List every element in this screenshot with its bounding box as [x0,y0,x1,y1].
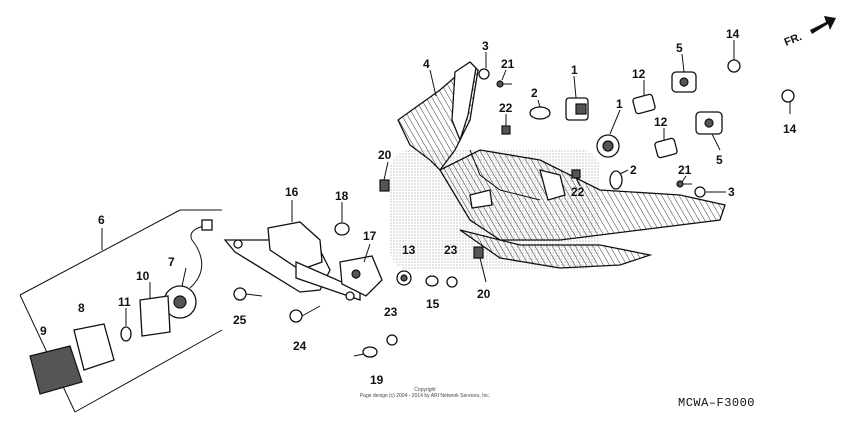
gasket-12b [654,137,678,159]
front-direction-indicator: FR. [783,16,836,49]
collar-3a [478,68,490,80]
callout-8: 8 [78,301,85,315]
socket-5a [671,71,697,93]
callout-6: 6 [98,213,105,227]
callout-16: 16 [285,185,299,199]
callout-25: 25 [233,313,247,327]
nut-23a [446,276,458,288]
callout-18: 18 [335,189,349,203]
callout-23b: 23 [384,305,398,319]
callout-3a: 3 [482,39,489,53]
callout-4: 4 [423,57,430,71]
callout-22a: 22 [499,101,513,115]
callout-14a: 14 [726,27,740,41]
callout-15: 15 [426,297,440,311]
copyright-text: Page design (c) 2004 - 2014 by ARI Netwo… [359,393,491,399]
callout-9: 9 [40,324,47,338]
callout-20a: 20 [378,148,392,162]
nut-13 [396,270,412,286]
bolt-25 [233,287,263,301]
gasket-12a [632,93,656,115]
callout-20b: 20 [477,287,491,301]
cap-14b [781,89,795,103]
reflector-17 [339,255,383,297]
clip-20a [379,179,390,192]
callout-3b: 3 [728,185,735,199]
callout-22b: 22 [571,185,585,199]
undertail-cowl [397,61,726,269]
svg-text:FR.: FR. [783,31,804,49]
callout-1a: 1 [571,63,578,77]
leader-lines [101,40,791,326]
nut-23b [386,334,398,346]
callout-5a: 5 [676,41,683,55]
callout-19: 19 [370,373,384,387]
callout-12b: 12 [654,115,668,129]
grommet-18 [334,222,350,236]
collar-3b [694,186,706,198]
callout-labels: 1 1 2 2 3 3 4 5 5 6 7 8 9 10 11 12 12 13… [40,27,797,387]
callout-1b: 1 [616,97,623,111]
callout-11: 11 [118,295,131,309]
bulb-2a [529,106,551,120]
callout-24: 24 [293,339,307,353]
diagram-code: MCWA–F3000 [678,396,756,410]
callout-7: 7 [168,255,175,269]
callout-2b: 2 [630,163,637,177]
bulb-socket-1a [565,97,589,121]
bulb-socket-1b [596,134,620,158]
license-bracket [223,221,361,301]
screw-19 [353,346,378,358]
callout-2a: 2 [531,86,538,100]
bolt-24 [289,305,321,323]
screw-22a [501,125,511,135]
callout-13: 13 [402,243,416,257]
bolt-15 [425,275,439,287]
license-light-assembly [19,209,223,413]
callout-21b: 21 [678,163,692,177]
screw-22b [571,169,581,179]
callout-23a: 23 [444,243,458,257]
callout-5b: 5 [716,153,723,167]
cap-14a [727,59,741,73]
bulb-2b [609,170,623,190]
screw-21b [676,180,692,188]
copyright-notice: Copyright Page design (c) 2004 - 2014 by… [300,387,550,399]
callout-17: 17 [363,229,377,243]
socket-5b [695,111,723,135]
copyright-title: Copyright [414,387,436,393]
callout-21a: 21 [501,57,515,71]
callout-10: 10 [136,269,150,283]
callout-14b: 14 [783,122,797,136]
callout-12a: 12 [632,67,646,81]
screw-21a [496,80,512,88]
clip-20b [473,246,484,259]
